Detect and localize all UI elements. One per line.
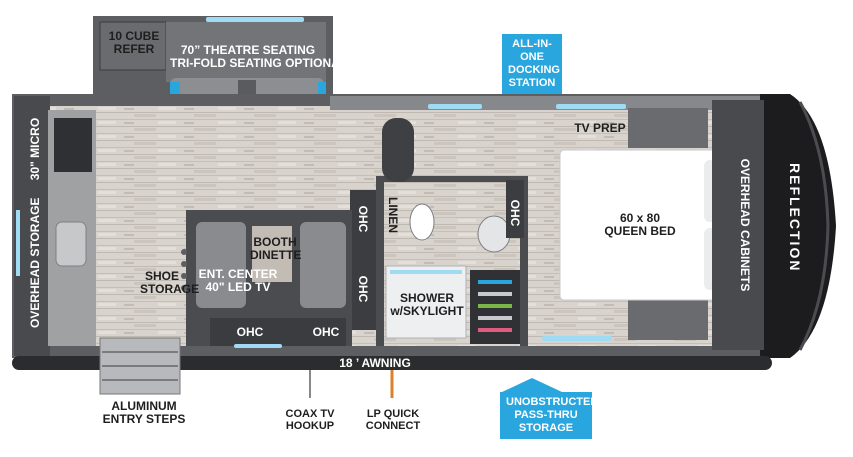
ohc-label-1: OHC — [356, 205, 370, 233]
bath-wall-left — [376, 176, 384, 346]
front-cap — [760, 94, 836, 358]
front-cap-rim — [798, 101, 830, 351]
window-top-2 — [556, 104, 626, 109]
ohc-label-3: OHC — [508, 199, 522, 227]
brand-logo: REFLECTION — [787, 163, 803, 273]
dinette-bench-back — [196, 222, 246, 308]
shower — [385, 265, 467, 339]
refer-box — [99, 21, 167, 71]
theatre-label: 70” THEATRE SEATING TRI-FOLD SEATING OPT… — [170, 43, 348, 70]
wardrobe-cabinets — [712, 100, 764, 350]
closet-hanger-2 — [478, 292, 512, 296]
bath-wall-right — [520, 176, 528, 346]
cooktop — [54, 118, 92, 172]
awning — [12, 356, 772, 370]
shoe-hole-3 — [181, 273, 187, 279]
overhead-cabinets-label: OVERHEAD CABINETS — [738, 158, 752, 292]
ohc-label-2: OHC — [356, 275, 370, 303]
window-bottom-right — [542, 336, 612, 341]
sink — [55, 221, 87, 267]
bath-sink — [477, 215, 511, 253]
closet-hanger-1 — [478, 280, 512, 284]
ohc-column-2 — [506, 180, 524, 238]
closet-hanger-3 — [478, 304, 512, 308]
closet-hanger-4 — [478, 316, 512, 320]
closet-hanger-5 — [478, 328, 512, 332]
theatre-seating-back — [166, 22, 326, 82]
curved-wall — [382, 118, 414, 182]
ohc-column-1 — [350, 190, 376, 330]
shoe-hole-1 — [181, 249, 187, 255]
linen-label: LINEN — [386, 197, 400, 233]
awning-label: 18 ’ AWNING — [339, 356, 411, 370]
micro-label: 30" MICRO — [28, 117, 42, 181]
slide-window-top — [206, 17, 304, 22]
window-bottom-left — [234, 344, 282, 348]
bath-wall-top — [376, 176, 526, 182]
top-wall-strip — [330, 96, 760, 110]
window-top-1 — [428, 104, 482, 109]
bedroom-cabinet-bottom — [628, 300, 708, 340]
bedroom-cabinet-top — [628, 108, 708, 148]
toilet — [409, 203, 435, 241]
shower-skylight — [390, 270, 462, 274]
tv-prep-label: TV PREP — [574, 121, 626, 135]
shoe-hole-2 — [181, 261, 187, 267]
dinette-table — [252, 226, 292, 282]
ohc-label-5: OHC — [312, 325, 340, 339]
pass-thru-arrow — [502, 378, 562, 392]
shoe-hole-4 — [181, 285, 187, 291]
ohc-label-4: OHC — [236, 325, 264, 339]
ohc-bottom — [210, 318, 346, 346]
overhead-window — [16, 210, 20, 276]
overhead-storage-label: OVERHEAD STORAGE — [28, 197, 42, 328]
dinette-bench-front — [300, 222, 346, 308]
